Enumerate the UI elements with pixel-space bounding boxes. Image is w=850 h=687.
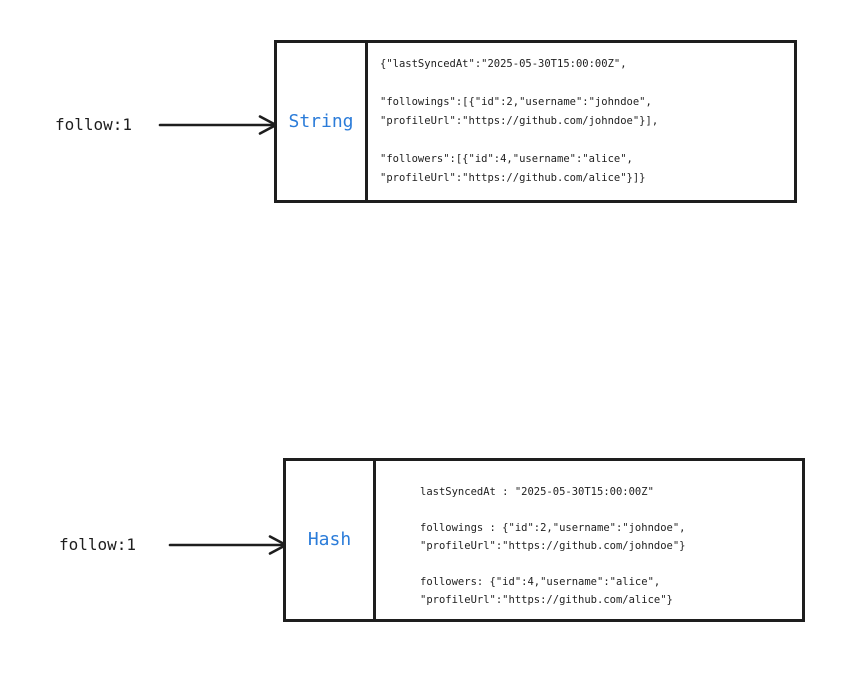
string-node: String {"lastSyncedAt":"2025-05-30T15:00… <box>274 40 797 203</box>
arrow-icon <box>158 115 278 135</box>
redis-key-label: follow:1 <box>55 115 133 134</box>
type-cell: String <box>277 43 368 200</box>
type-label-string: String <box>288 110 354 132</box>
hash-value-text: lastSyncedAt : "2025-05-30T15:00:00Z" fo… <box>420 486 686 606</box>
type-label-hash: Hash <box>307 529 352 550</box>
type-cell: Hash <box>286 461 376 619</box>
hash-node: Hash lastSyncedAt : "2025-05-30T15:00:00… <box>283 458 805 622</box>
redis-key-label: follow:1 <box>59 535 137 554</box>
string-value-text: {"lastSyncedAt":"2025-05-30T15:00:00Z", … <box>380 58 659 184</box>
arrow-icon <box>168 535 288 555</box>
